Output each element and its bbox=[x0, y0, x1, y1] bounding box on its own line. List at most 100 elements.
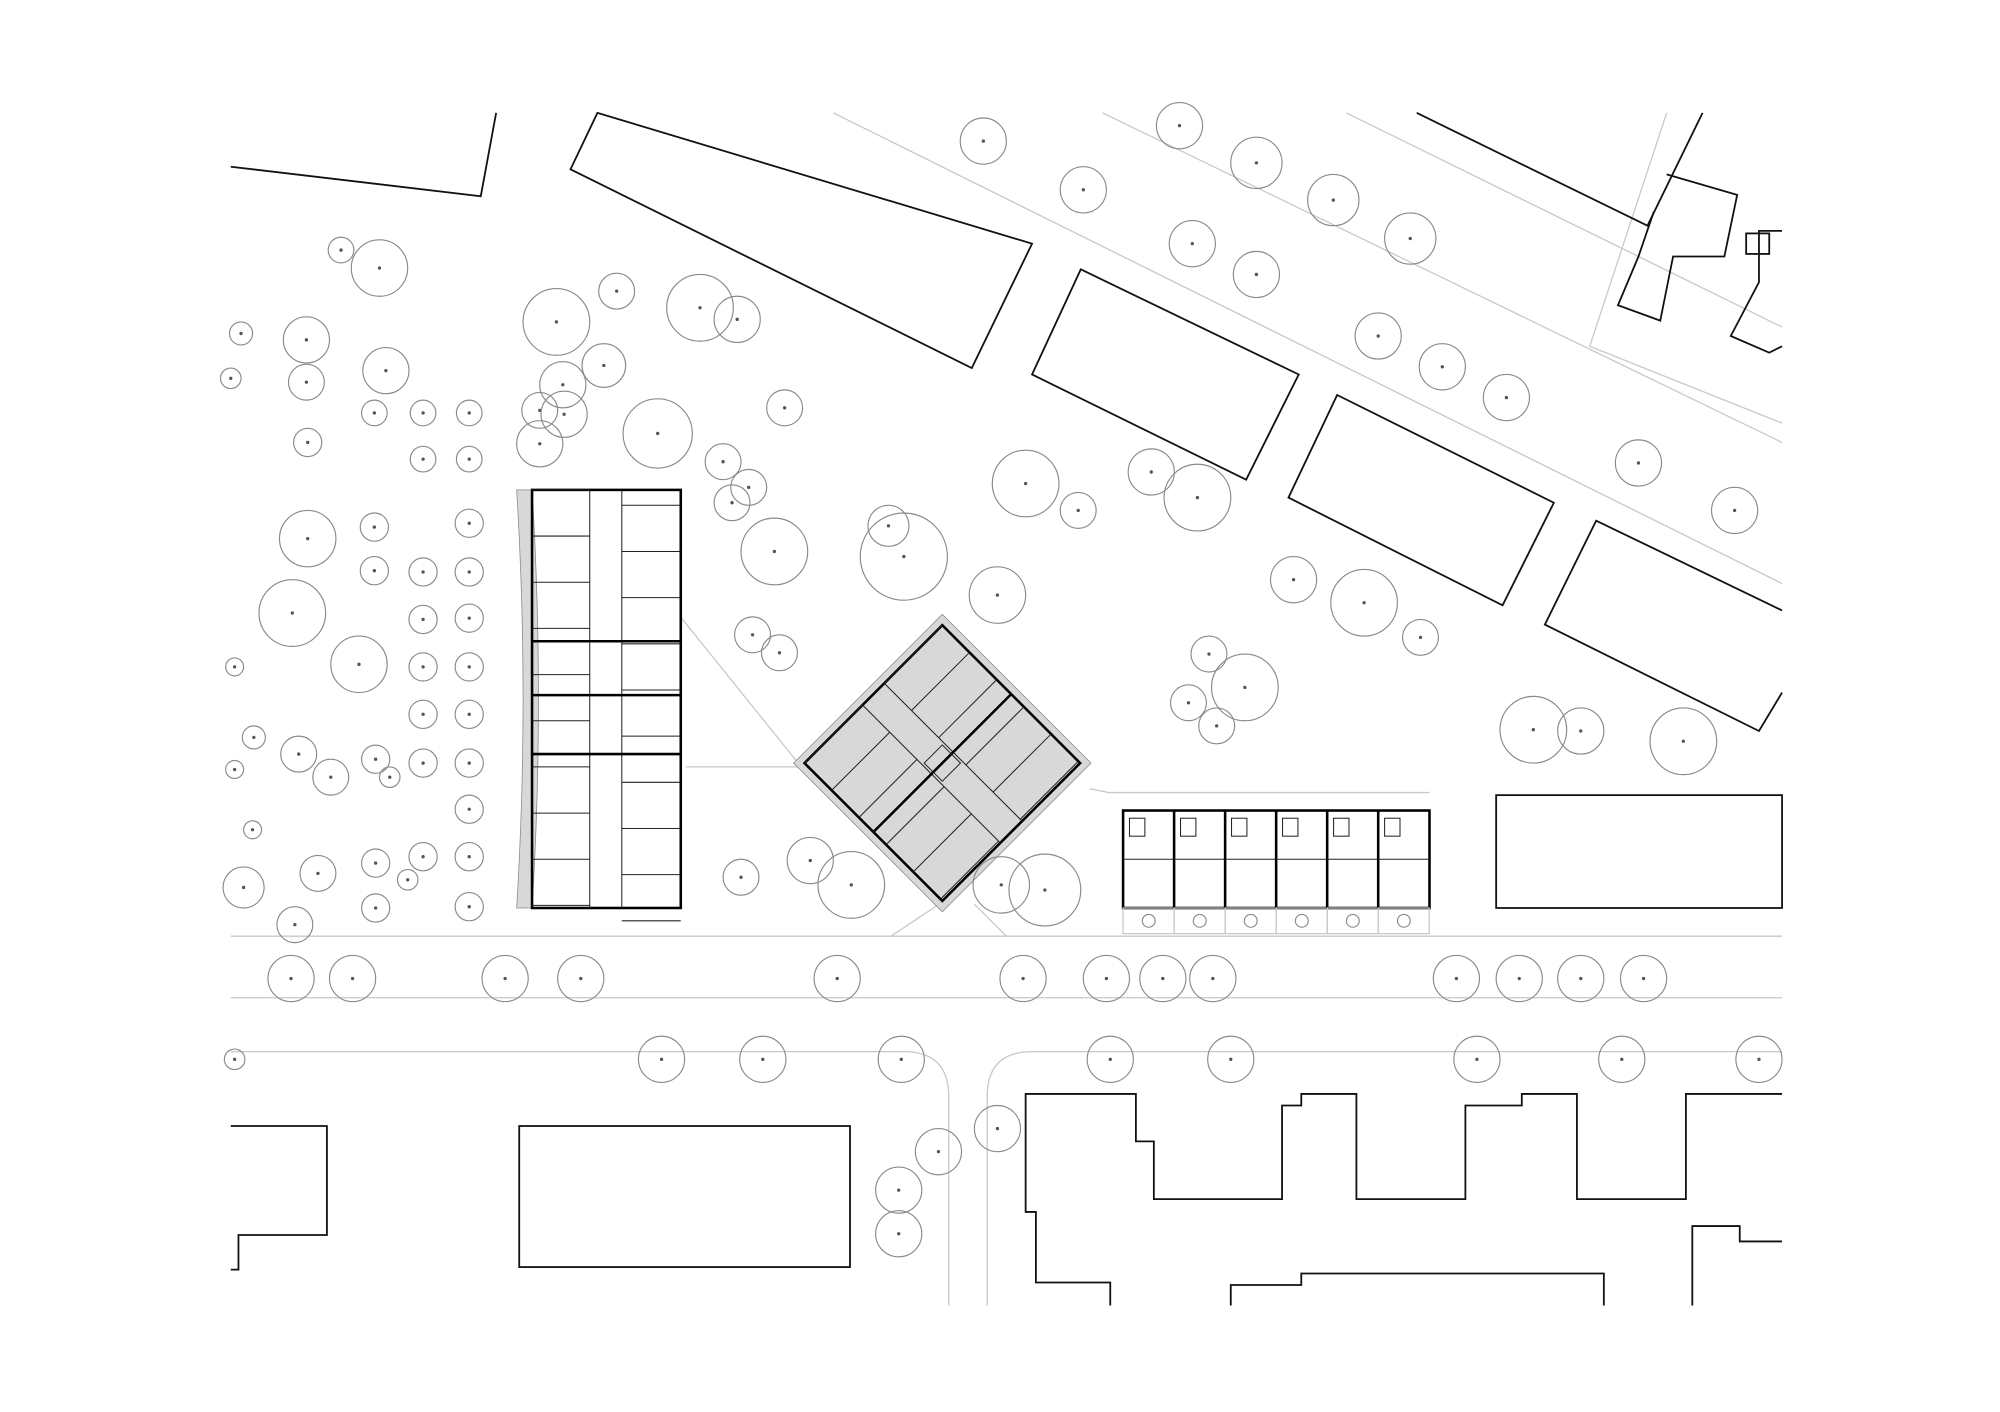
tree-trunk bbox=[241, 885, 246, 890]
tree-trunk bbox=[1475, 1057, 1479, 1061]
tree-canopy bbox=[1008, 853, 1082, 927]
tree bbox=[557, 954, 605, 1003]
path bbox=[1588, 112, 1783, 424]
tree-canopy bbox=[360, 744, 391, 774]
tree-trunk bbox=[229, 376, 233, 380]
tree-canopy bbox=[228, 321, 254, 346]
tree bbox=[1557, 707, 1605, 755]
garden-plot bbox=[1326, 907, 1379, 935]
tree-canopy bbox=[740, 517, 809, 586]
tree bbox=[740, 517, 809, 586]
tree bbox=[972, 856, 1031, 914]
tree-trunk bbox=[659, 1057, 664, 1061]
tree-trunk bbox=[406, 878, 410, 882]
tree-canopy bbox=[581, 343, 627, 388]
tree bbox=[1086, 1035, 1134, 1083]
tree bbox=[454, 508, 484, 538]
tree-trunk bbox=[1254, 272, 1259, 277]
tree-canopy bbox=[666, 273, 734, 342]
tree-trunk bbox=[899, 1057, 903, 1061]
tree bbox=[1482, 373, 1531, 422]
building-outline bbox=[1729, 229, 1783, 354]
tree bbox=[1330, 568, 1399, 637]
tree-trunk bbox=[739, 875, 743, 879]
tree bbox=[1614, 439, 1663, 487]
tree-canopy bbox=[258, 579, 327, 647]
tree bbox=[522, 287, 591, 356]
tree bbox=[330, 635, 388, 694]
tree-trunk bbox=[304, 338, 309, 342]
tree bbox=[598, 272, 636, 310]
tree bbox=[455, 445, 483, 473]
tree bbox=[1127, 448, 1175, 496]
tree-canopy bbox=[1495, 954, 1543, 1003]
tree-canopy bbox=[1139, 954, 1187, 1003]
tree bbox=[241, 725, 266, 750]
room-wall bbox=[1019, 760, 1079, 820]
tree-trunk bbox=[252, 735, 256, 740]
tree-trunk bbox=[467, 521, 471, 525]
tree-canopy bbox=[278, 509, 337, 568]
tree bbox=[540, 390, 588, 438]
garden-tree bbox=[1294, 913, 1309, 928]
tree-trunk bbox=[835, 976, 839, 981]
building-outline bbox=[1745, 232, 1771, 255]
tree-canopy bbox=[875, 1166, 923, 1214]
tree-canopy bbox=[557, 954, 605, 1003]
tree-canopy bbox=[713, 484, 751, 522]
tree-canopy bbox=[875, 1210, 923, 1258]
tree-trunk bbox=[886, 524, 891, 528]
buildings bbox=[230, 111, 1783, 1306]
tree bbox=[622, 398, 693, 469]
tree-trunk bbox=[421, 617, 425, 622]
tree bbox=[1384, 212, 1437, 265]
path bbox=[833, 112, 1783, 585]
tree bbox=[914, 1127, 963, 1176]
tree-canopy bbox=[409, 445, 437, 473]
garden-plot bbox=[1377, 907, 1430, 935]
garden-tree bbox=[1345, 913, 1360, 928]
building-outline bbox=[1229, 1272, 1605, 1306]
tree-trunk bbox=[373, 757, 378, 761]
tree bbox=[1163, 463, 1232, 532]
tree-canopy bbox=[299, 854, 337, 892]
tree-trunk bbox=[1243, 685, 1247, 690]
room-wall bbox=[940, 840, 999, 900]
tree-trunk bbox=[384, 368, 388, 373]
road-edge bbox=[986, 1050, 1783, 1306]
tree bbox=[877, 1035, 925, 1083]
tree bbox=[1210, 653, 1279, 722]
tree bbox=[454, 699, 484, 730]
tree bbox=[867, 504, 910, 547]
tree-canopy bbox=[1401, 618, 1440, 656]
tree bbox=[360, 399, 388, 427]
garden-tree bbox=[1192, 913, 1207, 928]
tree-trunk bbox=[615, 289, 619, 293]
tree bbox=[1710, 486, 1759, 535]
tree-canopy bbox=[1432, 954, 1481, 1003]
tree bbox=[219, 367, 242, 390]
tree-canopy bbox=[293, 427, 323, 458]
tree-trunk bbox=[1418, 635, 1423, 640]
tree-canopy bbox=[1269, 556, 1318, 604]
tree-canopy bbox=[1354, 312, 1402, 360]
tree-trunk bbox=[239, 331, 243, 336]
tree-trunk bbox=[421, 855, 425, 859]
tree bbox=[327, 236, 355, 264]
tree-canopy bbox=[267, 954, 315, 1003]
tree-canopy bbox=[276, 906, 314, 944]
tree bbox=[991, 449, 1060, 518]
tree bbox=[228, 321, 254, 346]
tree-canopy bbox=[408, 699, 438, 730]
building-outline bbox=[230, 112, 498, 198]
tree-trunk bbox=[750, 633, 755, 637]
tree-canopy bbox=[813, 954, 861, 1003]
tree-trunk bbox=[377, 266, 382, 270]
tree bbox=[539, 361, 587, 409]
tree bbox=[299, 854, 337, 892]
building-outline bbox=[1287, 393, 1556, 607]
tree-trunk bbox=[232, 665, 237, 669]
tree bbox=[350, 239, 409, 297]
building-outline bbox=[1616, 173, 1739, 322]
tree-trunk bbox=[1440, 365, 1444, 369]
